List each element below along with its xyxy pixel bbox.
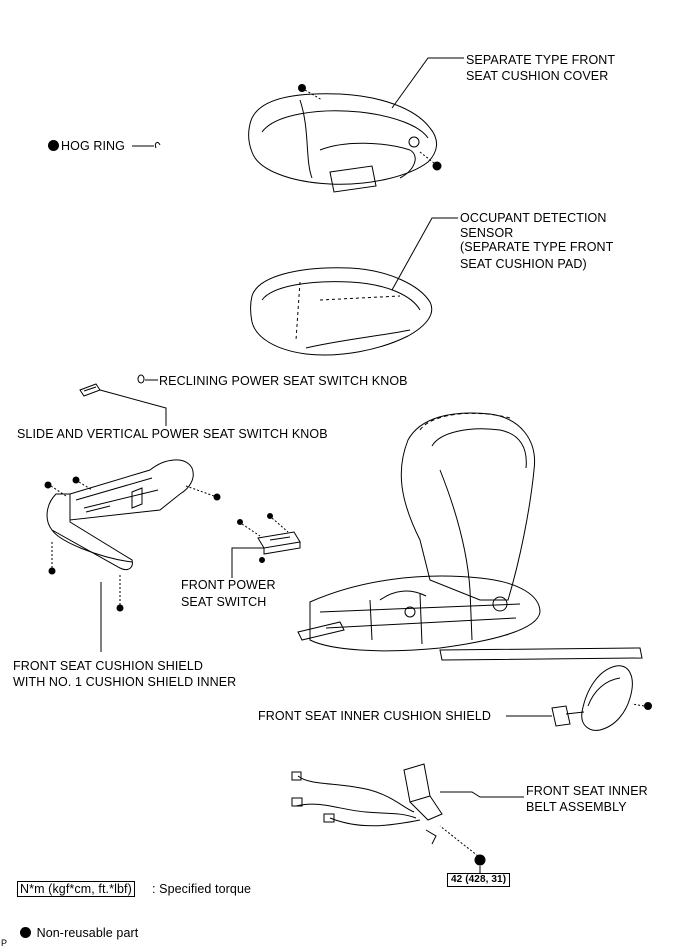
screw-icon (644, 702, 652, 710)
nut-icon (474, 854, 486, 866)
cushion-cover-label-line2: SEAT CUSHION COVER (466, 69, 609, 83)
hog-ring-text: HOG RING (61, 139, 125, 153)
cushion-shield-part (46, 459, 194, 571)
hog-ring-label: HOG RING (48, 139, 125, 154)
non-reusable-dot-icon (48, 140, 59, 151)
hog-ring-icon (155, 141, 161, 149)
seat-frame-part (297, 412, 643, 661)
non-reusable-legend-text: Non-reusable part (36, 926, 139, 940)
cushion-cover-label-line1: SEPARATE TYPE FRONT (466, 53, 616, 67)
seat-cushion-cover-part (248, 93, 437, 193)
belt-assembly-label-line2: BELT ASSEMBLY (526, 800, 627, 814)
torque-legend-text: : Specified torque (152, 882, 252, 896)
screw-icon (267, 513, 273, 519)
screw-icon (116, 604, 124, 612)
screw-icon (237, 519, 243, 525)
torque-value-box: 42 (428, 31) (447, 873, 511, 887)
non-reusable-legend: Non-reusable part (20, 926, 138, 941)
slide-knob-icon (79, 383, 101, 397)
inner-cushion-shield-part (551, 665, 633, 731)
inner-cushion-shield-label: FRONT SEAT INNER CUSHION SHIELD (258, 709, 491, 723)
power-switch-label-line2: SEAT SWITCH (181, 595, 267, 609)
reclining-knob-icon (137, 374, 145, 384)
power-switch-label-line1: FRONT POWER (181, 578, 276, 592)
cushion-shield-label-line1: FRONT SEAT CUSHION SHIELD (13, 659, 204, 673)
sensor-label-line1: OCCUPANT DETECTION (460, 211, 607, 225)
screw-icon (44, 481, 52, 489)
reclining-knob-label: RECLINING POWER SEAT SWITCH KNOB (159, 374, 408, 388)
screw-icon (72, 476, 80, 484)
sensor-label-line3: (SEPARATE TYPE FRONT (460, 240, 614, 254)
sensor-label-line2: SENSOR (460, 226, 514, 240)
belt-assembly-label-line1: FRONT SEAT INNER (526, 784, 648, 798)
seat-cushion-pad-part (250, 267, 433, 356)
torque-unit-box: N*m (kgf*cm, ft.*lbf) (17, 881, 135, 897)
slide-knob-label: SLIDE AND VERTICAL POWER SEAT SWITCH KNO… (17, 427, 328, 441)
sensor-label-line4: SEAT CUSHION PAD) (460, 257, 587, 271)
clip-icon (432, 161, 442, 171)
screw-icon (213, 493, 221, 501)
screw-icon (48, 567, 56, 575)
cushion-shield-label-line2: WITH NO. 1 CUSHION SHIELD INNER (13, 675, 237, 689)
inner-belt-assembly-part (291, 763, 443, 845)
clip-icon (298, 84, 306, 92)
power-seat-switch-part (257, 531, 301, 555)
non-reusable-dot-icon (20, 927, 31, 938)
corner-mark: P (1, 938, 8, 948)
screw-icon (259, 557, 265, 563)
